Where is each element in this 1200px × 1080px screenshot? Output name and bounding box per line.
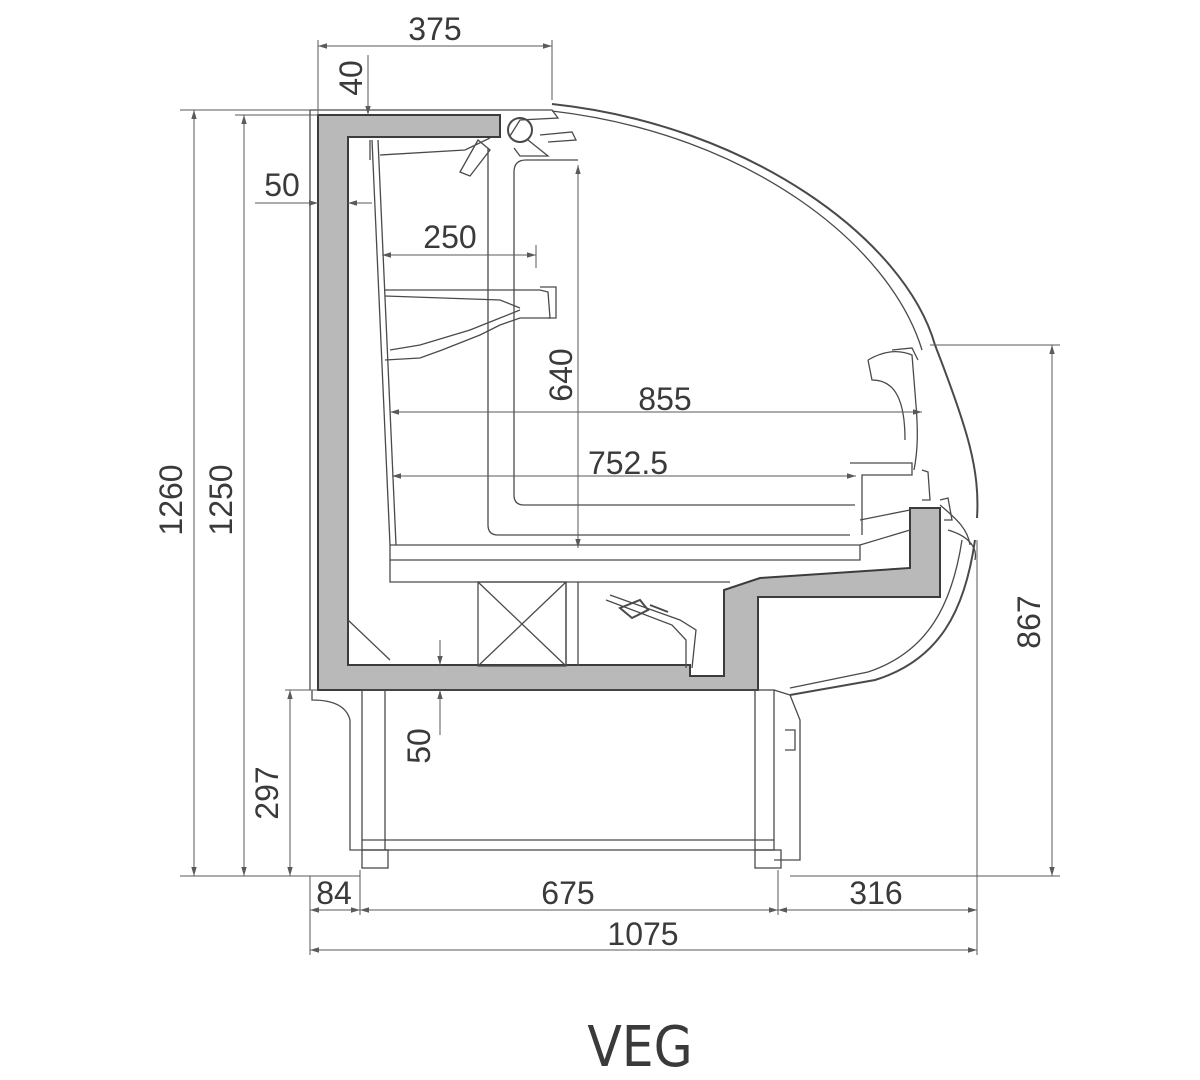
dimension-lines bbox=[180, 40, 1060, 955]
base-frame bbox=[311, 690, 362, 851]
dim-front-offset: 316 bbox=[849, 875, 902, 911]
canopy-light bbox=[507, 117, 533, 143]
drawing-title: VEG bbox=[587, 1015, 692, 1080]
dim-front-height: 867 bbox=[1011, 595, 1047, 648]
dim-top-wall: 40 bbox=[333, 60, 369, 96]
dim-back-wall: 50 bbox=[264, 167, 300, 203]
dim-bottom-wall: 50 bbox=[401, 728, 437, 764]
shelf bbox=[384, 289, 551, 361]
dimension-labels: 375 40 50 250 640 855 752.5 1260 1250 29… bbox=[153, 11, 1047, 952]
dim-rear-offset: 84 bbox=[316, 875, 352, 911]
insulation-wall bbox=[317, 114, 941, 691]
dim-shelf-depth: 250 bbox=[423, 219, 476, 255]
front-glass bbox=[551, 103, 979, 519]
foot-rear bbox=[361, 849, 389, 869]
dim-base-height: 297 bbox=[249, 766, 285, 819]
foot-front bbox=[754, 849, 782, 869]
cabinet-body bbox=[309, 103, 979, 869]
fan bbox=[618, 598, 669, 620]
dim-glass-depth: 855 bbox=[638, 381, 691, 417]
dim-deck-depth: 752.5 bbox=[588, 445, 668, 481]
dim-total-height: 1260 bbox=[153, 464, 189, 535]
dim-inner-height: 640 bbox=[543, 348, 579, 401]
dim-total-width: 1075 bbox=[607, 916, 678, 952]
dim-top-overhang: 375 bbox=[408, 11, 461, 47]
dim-base-width: 675 bbox=[541, 875, 594, 911]
dim-body-height: 1250 bbox=[203, 464, 239, 535]
display-deck bbox=[389, 544, 861, 561]
